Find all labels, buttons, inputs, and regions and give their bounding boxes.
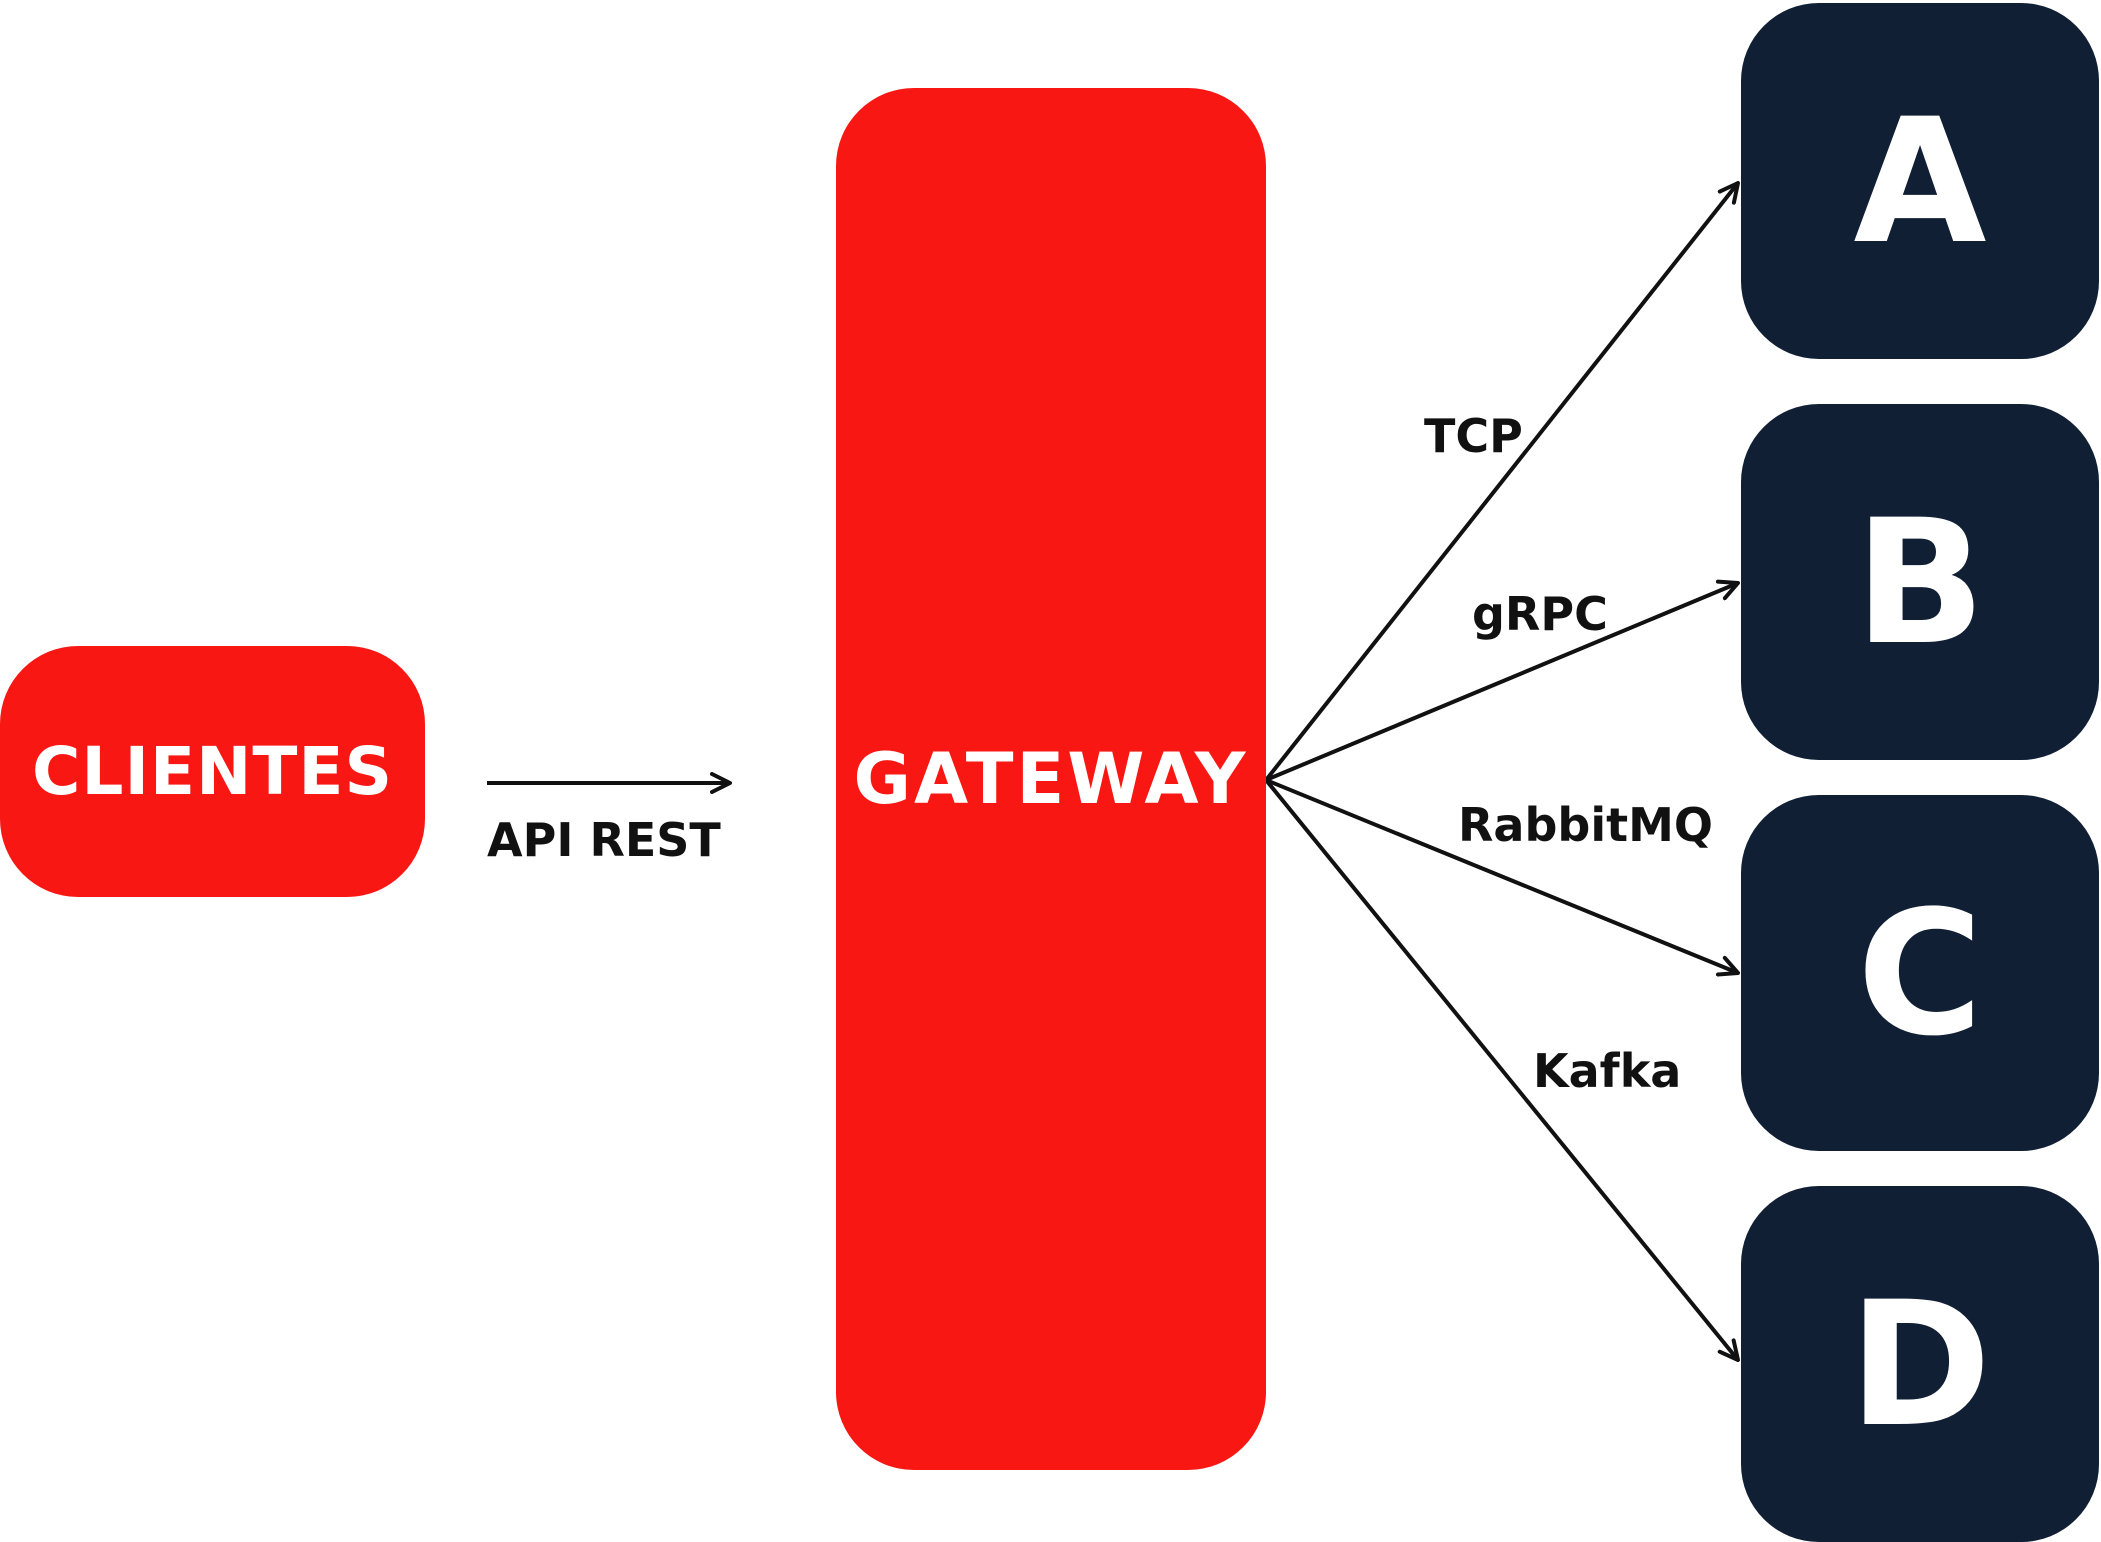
clientes-label: CLIENTES <box>31 733 393 810</box>
service-c-node: C <box>1741 795 2099 1151</box>
rabbitmq-label: RabbitMQ <box>1458 798 1713 852</box>
kafka-label: Kafka <box>1533 1044 1682 1098</box>
gateway-node: GATEWAY <box>836 88 1266 1470</box>
service-a-label: A <box>1853 80 1987 282</box>
service-c-label: C <box>1856 872 1984 1074</box>
service-b-node: B <box>1741 404 2099 760</box>
api-rest-label: API REST <box>487 813 721 867</box>
grpc-label: gRPC <box>1472 587 1608 641</box>
tcp-label: TCP <box>1424 409 1523 463</box>
arrow-gateway-to-a <box>1264 181 1740 782</box>
clientes-node: CLIENTES <box>0 646 425 897</box>
gateway-label: GATEWAY <box>853 738 1249 820</box>
service-d-node: D <box>1741 1186 2099 1542</box>
service-b-label: B <box>1854 481 1986 683</box>
service-d-label: D <box>1848 1263 1992 1465</box>
service-a-node: A <box>1741 3 2099 359</box>
